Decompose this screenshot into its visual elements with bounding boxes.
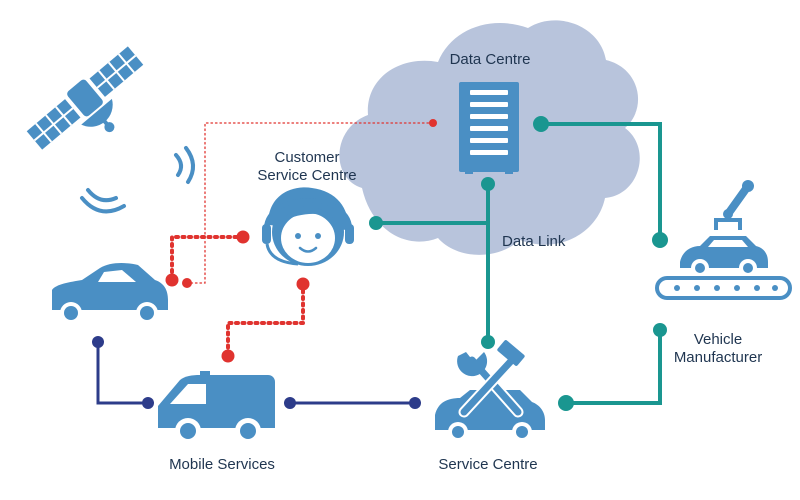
link-customer-to-mobile — [226, 282, 305, 358]
label-data-link: Data Link — [502, 233, 566, 250]
link-servicecentre-to-manufacturer — [566, 330, 662, 405]
label-vehicle-manufacturer-line1: Vehicle — [694, 331, 742, 348]
signal-wave-icon — [80, 146, 195, 214]
satellite-icon — [26, 46, 144, 150]
navy-link-nodes — [92, 336, 421, 409]
tools-car-icon — [435, 340, 545, 442]
navy-links — [96, 342, 415, 405]
label-data-centre: Data Centre — [450, 51, 531, 68]
label-customer-service-line2: Service Centre — [257, 167, 356, 184]
van-icon — [158, 371, 275, 444]
link-customer-to-car — [170, 235, 245, 282]
label-service-centre: Service Centre — [438, 456, 537, 473]
red-link-nodes — [165, 119, 437, 363]
car-icon — [52, 263, 168, 324]
link-car-to-mobile — [96, 342, 148, 405]
link-datacentre-to-manufacturer — [541, 122, 662, 240]
label-mobile-services: Mobile Services — [169, 456, 275, 473]
labels: Data Centre Customer Service Centre Data… — [169, 51, 762, 473]
red-dotted-links — [170, 122, 434, 358]
teal-link-nodes — [369, 116, 668, 411]
label-vehicle-manufacturer-line2: Manufacturer — [674, 349, 762, 366]
headset-agent-icon — [262, 187, 354, 266]
link-datacentre-to-car-fine — [186, 122, 434, 284]
label-customer-service-line1: Customer — [274, 149, 339, 166]
server-rack-icon — [459, 82, 519, 174]
assembly-line-icon — [655, 180, 792, 300]
